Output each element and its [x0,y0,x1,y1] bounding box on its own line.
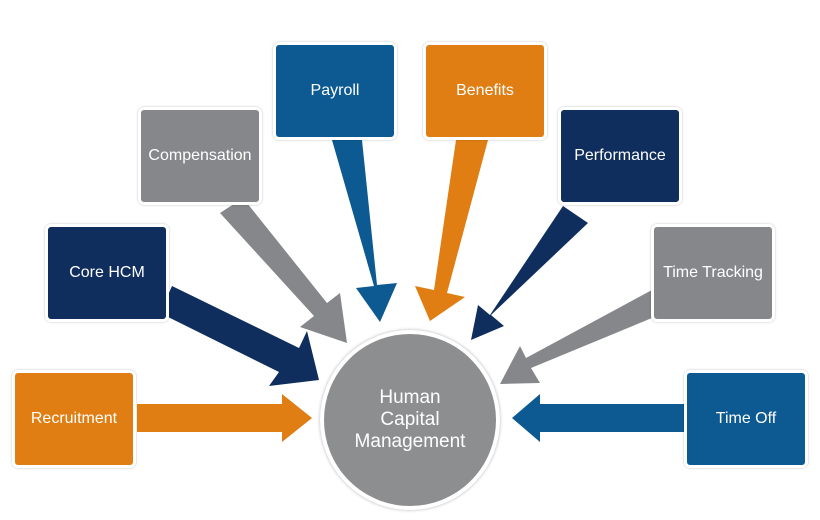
box-label: Time Off [715,410,777,427]
box-label: Compensation [148,147,252,164]
arrow-time-tracking [500,290,664,384]
arrow-core-hcm [160,286,319,386]
box-label: Core HCM [69,264,145,281]
arrow-compensation [220,198,347,343]
box-time-off: Time Off [684,370,808,468]
hub-human-capital-management: Human Capital Management [320,330,500,510]
box-benefits: Benefits [423,42,547,140]
box-label: Benefits [456,82,514,99]
hub-title-line-3: Management [354,431,466,452]
box-recruitment: Recruitment [12,370,136,468]
arrow-payroll [332,140,397,322]
box-time-tracking: Time Tracking [651,224,775,322]
arrow-performance [471,206,588,340]
box-performance: Performance [558,107,682,205]
box-label: Payroll [310,82,360,99]
box-label: Time Tracking [663,264,763,281]
box-compensation: Compensation [138,107,262,205]
box-label: Recruitment [30,410,118,427]
box-core-hcm: Core HCM [45,224,169,322]
hub-title-line-1: Human [379,387,441,408]
box-label: Performance [574,147,666,164]
arrow-recruitment [137,394,312,442]
arrow-benefits [415,140,488,321]
arrow-time-off [512,394,687,442]
box-payroll: Payroll [273,42,397,140]
hub-title-line-2: Capital [380,409,440,430]
